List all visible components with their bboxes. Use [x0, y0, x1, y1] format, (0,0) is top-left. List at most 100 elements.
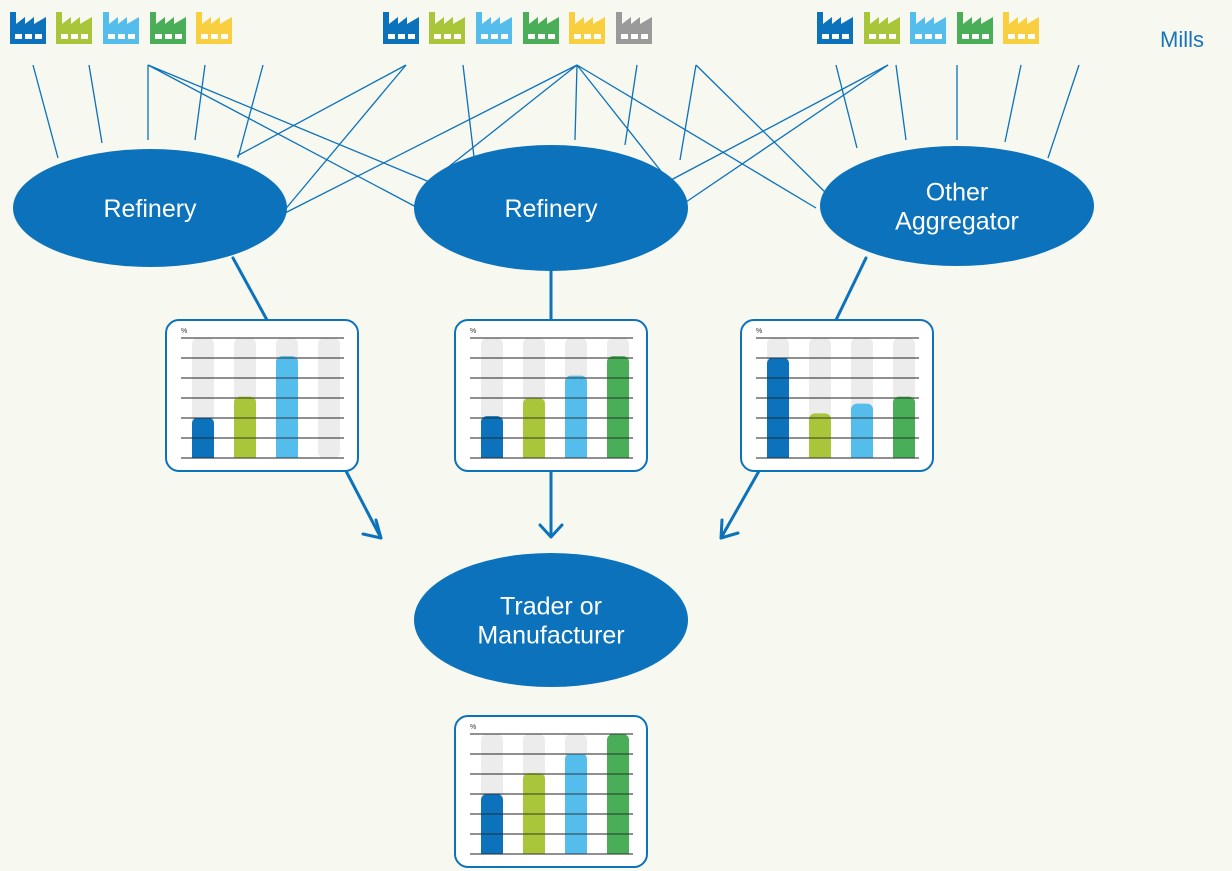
aggregator-to-chart-connector — [834, 256, 868, 322]
mill-link-line — [282, 64, 578, 215]
factory-icon — [103, 12, 139, 44]
chart-bar — [234, 396, 256, 458]
chart-bar — [893, 396, 915, 458]
factory-icon — [616, 12, 652, 44]
chart-bar-base — [234, 452, 256, 458]
other-aggregator-ellipse — [820, 146, 1094, 266]
mill-link-line — [685, 64, 889, 203]
mill-link-line — [32, 64, 59, 159]
factory-icon — [910, 12, 946, 44]
chart-bar-base — [565, 848, 587, 854]
chart-bar-base — [481, 848, 503, 854]
chart-axis-label: % — [181, 328, 187, 335]
aggregator-chart: % — [740, 319, 934, 472]
chart-3-to-trader-arrow — [719, 469, 761, 540]
mill-icons — [10, 12, 1039, 44]
chart-bar-base — [893, 452, 915, 458]
refinery-2-ellipse — [414, 145, 688, 271]
mill-link-line — [147, 64, 419, 209]
mill-link-line — [574, 64, 578, 141]
mill-link-line — [88, 64, 103, 144]
factory-icon — [429, 12, 465, 44]
chart-bar-base — [481, 452, 503, 458]
factory-icon — [1003, 12, 1039, 44]
chart-bar — [523, 773, 545, 854]
chart-bar — [481, 794, 503, 854]
refinery-2-label: Refinery — [504, 195, 598, 223]
chart-bar-base — [607, 452, 629, 458]
factory-icon — [150, 12, 186, 44]
chart-1-to-trader-arrow — [344, 469, 383, 540]
other-aggregator-label: Aggregator — [895, 208, 1019, 236]
refinery-1-chart: % — [165, 319, 359, 472]
chart-bar-base — [767, 452, 789, 458]
chart-axis-label: % — [470, 724, 476, 731]
chart-bar-base — [523, 452, 545, 458]
arrowhead-1 — [361, 518, 383, 540]
mill-link-line — [670, 64, 889, 181]
refinery-1-label: Refinery — [103, 195, 197, 223]
factory-icon — [957, 12, 993, 44]
chart-bar-base — [607, 848, 629, 854]
refinery-2-node: Refinery — [414, 145, 688, 271]
factory-icon — [523, 12, 559, 44]
mill-link-line — [431, 64, 578, 181]
mill-link-line — [624, 64, 638, 146]
chart-bar — [809, 413, 831, 458]
refinery-2-chart: % — [454, 319, 648, 472]
mill-link-line — [679, 64, 697, 161]
refinery-1-to-chart-connector — [231, 256, 269, 322]
mill-link-line — [576, 64, 669, 181]
mill-link-line — [236, 64, 407, 157]
chart-bar-base — [851, 452, 873, 458]
factory-icon — [476, 12, 512, 44]
trader-manufacturer-ellipse — [414, 553, 688, 687]
chart-bar — [276, 356, 298, 458]
mill-link-line — [576, 64, 817, 209]
mill-connection-lines — [32, 64, 1080, 215]
mill-link-line — [282, 64, 407, 213]
flow-connectors — [231, 256, 868, 540]
refinery-1-ellipse — [13, 149, 287, 267]
chart-bar-base — [276, 452, 298, 458]
mill-link-line — [1004, 64, 1022, 143]
mill-link-line — [237, 64, 264, 159]
factory-icon — [196, 12, 232, 44]
factory-icon — [10, 12, 46, 44]
mill-link-line — [895, 64, 907, 141]
chart-bar-base — [523, 848, 545, 854]
factory-icon — [817, 12, 853, 44]
chart-bar — [565, 753, 587, 854]
chart-bar-base — [565, 452, 587, 458]
mill-link-line — [462, 64, 475, 158]
mill-link-line — [194, 64, 206, 141]
factory-icon — [569, 12, 605, 44]
trader-manufacturer-label: Trader or — [500, 593, 602, 621]
mills-label: Mills — [1160, 27, 1204, 52]
mini-charts: %%%% — [165, 319, 934, 868]
mill-link-line — [1047, 64, 1080, 159]
chart-axis-label: % — [756, 328, 762, 335]
trader-manufacturer-label: Manufacturer — [477, 622, 624, 650]
chart-bar-base — [192, 452, 214, 458]
chart-bar — [565, 375, 587, 458]
chart-bar — [523, 398, 545, 458]
other-aggregator-label: Other — [926, 179, 989, 207]
factory-icon — [56, 12, 92, 44]
chart-bar — [607, 356, 629, 458]
chart-bar — [767, 357, 789, 458]
mill-link-line — [835, 64, 858, 149]
arrowhead-3 — [719, 518, 740, 540]
chart-axis-label: % — [470, 328, 476, 335]
chart-bar — [851, 403, 873, 458]
arrowhead-2 — [538, 523, 564, 539]
factory-icon — [864, 12, 900, 44]
factory-icon — [383, 12, 419, 44]
refinery-1-node: Refinery — [13, 149, 287, 267]
trader-chart: % — [454, 715, 648, 868]
chart-bar — [481, 416, 503, 458]
